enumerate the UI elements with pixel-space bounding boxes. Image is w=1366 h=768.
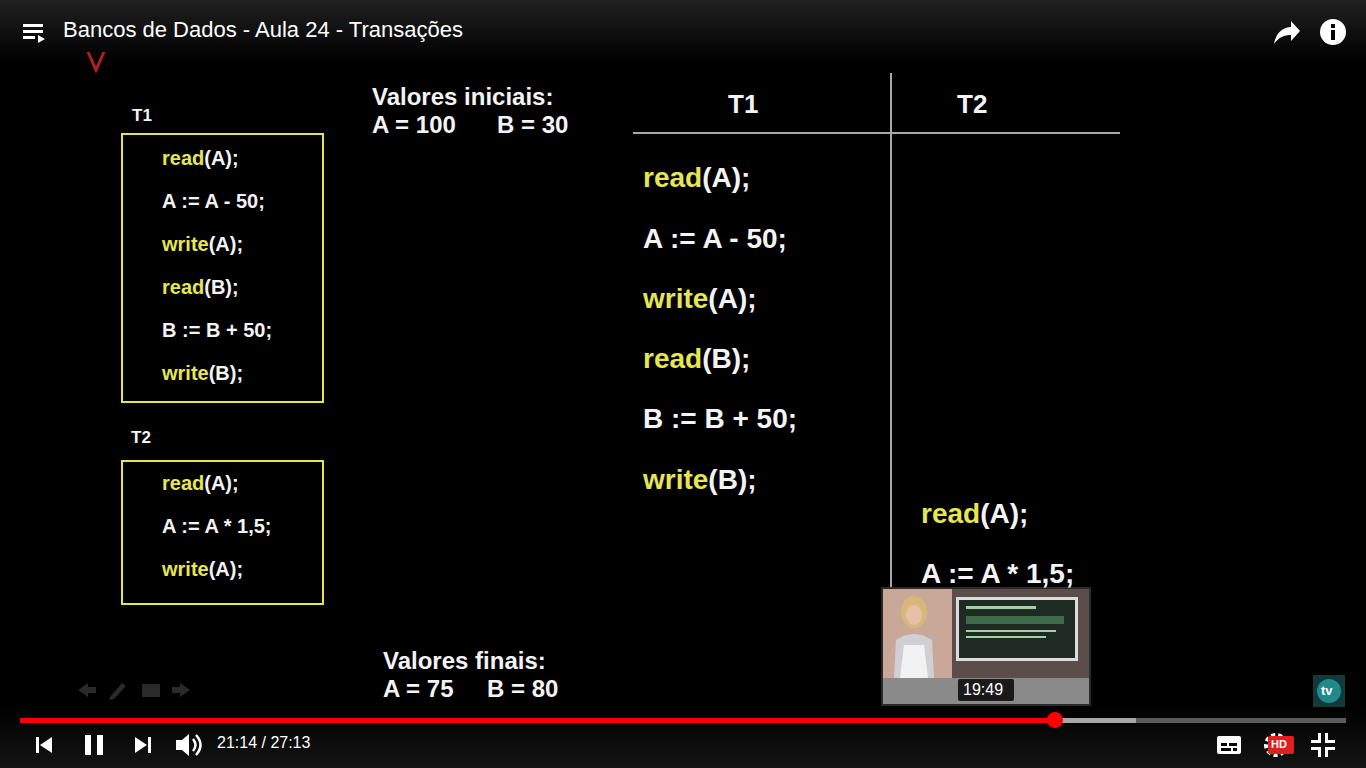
slide-nav-icons xyxy=(78,683,190,700)
code-keyword: read xyxy=(921,497,980,531)
column-header: T1 xyxy=(728,89,758,120)
code-text: (A); xyxy=(708,282,756,316)
code-text: (A); xyxy=(204,147,238,169)
value-heading: Valores finais: xyxy=(383,647,546,676)
code-keyword: read xyxy=(643,342,702,376)
channel-logo xyxy=(1313,675,1345,707)
code-text: A := A - 50; xyxy=(643,222,787,256)
code-keyword: write xyxy=(162,233,209,255)
exit-fullscreen-icon xyxy=(1311,733,1335,757)
code-line: B := B + 50; xyxy=(162,309,322,352)
code-text: (A); xyxy=(204,472,238,494)
code-box: T2read(A);A := A * 1,5;write(A); xyxy=(121,460,324,605)
logo-mark xyxy=(88,52,104,70)
code-keyword: read xyxy=(643,161,702,195)
code-line: A := A * 1,5; xyxy=(162,505,322,548)
initial-value: B = 30 xyxy=(497,111,568,140)
info-icon xyxy=(1320,19,1346,45)
code-text: A := A * 1,5; xyxy=(162,515,271,537)
code-line: A := A - 50; xyxy=(162,180,322,223)
code-line: write(B); xyxy=(162,352,322,395)
code-text: A := A * 1,5; xyxy=(921,557,1074,591)
time-display: 21:14 / 27:13 xyxy=(217,733,310,752)
code-line: read(A); xyxy=(162,137,322,180)
code-line: read(A); xyxy=(162,462,322,505)
code-keyword: write xyxy=(643,282,708,316)
code-text: (A); xyxy=(702,161,750,195)
code-keyword: write xyxy=(643,463,708,497)
code-text: A := A - 50; xyxy=(162,190,265,212)
progress-bar xyxy=(20,712,1346,728)
code-line: write(A); xyxy=(162,548,322,591)
player-controls xyxy=(36,734,201,756)
value-heading: Valores iniciais: xyxy=(372,83,553,112)
table-rule xyxy=(633,132,1120,134)
code-line: read(B); xyxy=(162,266,322,309)
bottom-bar xyxy=(0,706,1366,768)
code-text: B := B + 50; xyxy=(643,402,797,436)
code-keyword: write xyxy=(162,558,209,580)
final-value: A = 75 xyxy=(383,675,454,704)
code-box: T1read(A);A := A - 50;write(A);read(B);B… xyxy=(121,133,324,403)
preview-time: 19:49 xyxy=(963,680,1003,699)
code-keyword: read xyxy=(162,276,204,298)
code-text: (B); xyxy=(204,276,238,298)
transaction-name: T2 xyxy=(131,428,151,448)
settings-icon xyxy=(1266,735,1294,755)
channel-logo-text: tv xyxy=(1321,683,1333,699)
code-text: (B); xyxy=(702,342,750,376)
column-header: T2 xyxy=(957,89,987,120)
code-keyword: read xyxy=(162,472,204,494)
code-text: (A); xyxy=(209,558,243,580)
code-text: (B); xyxy=(209,362,243,384)
video-title: Bancos de Dados - Aula 24 - Transações xyxy=(63,17,463,43)
initial-value: A = 100 xyxy=(372,111,456,140)
code-keyword: write xyxy=(162,362,209,384)
code-text: (A); xyxy=(980,497,1028,531)
subtitles-icon xyxy=(1217,736,1241,754)
playlist-icon xyxy=(23,24,45,43)
quality-badge: HD xyxy=(1271,738,1287,751)
top-bar xyxy=(0,0,1366,62)
transaction-name: T1 xyxy=(132,106,152,126)
code-line: write(A); xyxy=(162,223,322,266)
share-icon xyxy=(1274,21,1300,44)
final-value: B = 80 xyxy=(487,675,558,704)
code-text: B := B + 50; xyxy=(162,319,272,341)
code-keyword: read xyxy=(162,147,204,169)
code-text: (B); xyxy=(708,463,756,497)
preview-thumbnail xyxy=(882,588,1090,705)
code-text: (A); xyxy=(209,233,243,255)
